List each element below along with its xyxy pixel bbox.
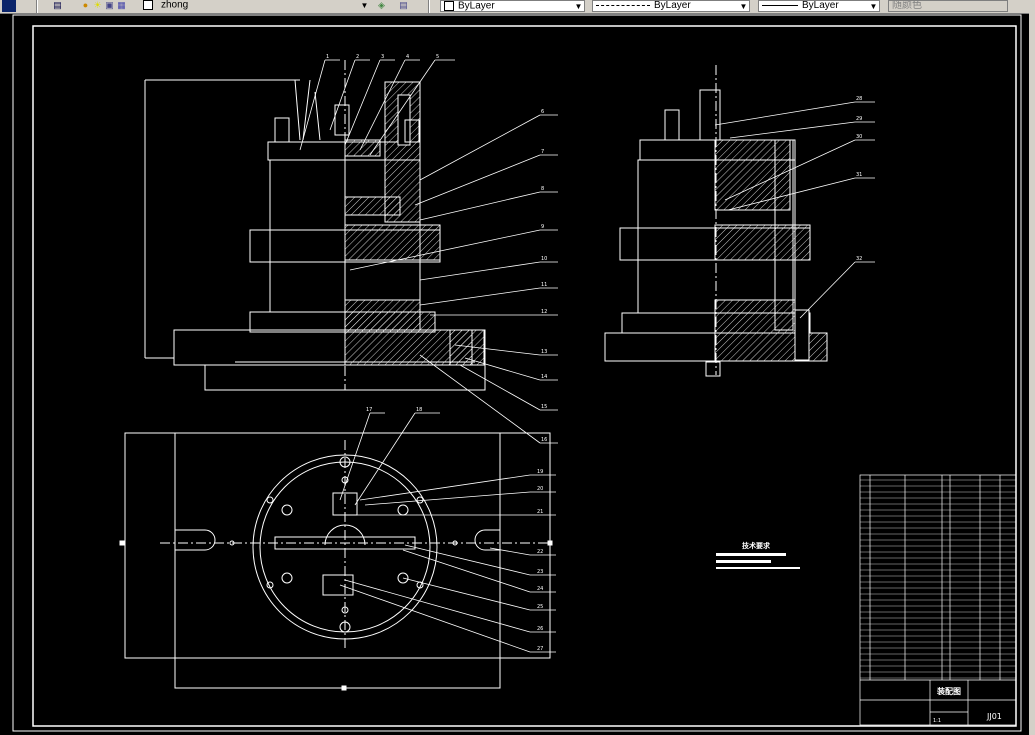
balloon-11: 11 — [541, 282, 547, 288]
chevron-down-icon[interactable]: ▼ — [360, 1, 369, 10]
make-layer-current-icon[interactable]: ◈ — [378, 0, 385, 10]
chevron-down-icon[interactable]: ▼ — [869, 2, 878, 11]
top-balloon-labels: 17 18 19 20 21 22 23 24 25 26 27 — [366, 407, 543, 652]
sheet-border — [12, 14, 1022, 732]
side-section-view — [604, 65, 828, 377]
plotstyle-value: 随颜色 — [892, 0, 922, 11]
balloon-12: 12 — [541, 309, 547, 315]
balloon-30: 30 — [856, 134, 862, 140]
linetype-preview — [596, 4, 650, 6]
color-dropdown[interactable]: ByLayer ▼ — [440, 0, 585, 12]
drawing-canvas[interactable]: 1 2 3 4 5 6 7 8 9 10 11 12 13 14 15 16 — [0, 13, 1035, 735]
lineweight-dropdown[interactable]: ByLayer ▼ — [758, 0, 880, 12]
balloon-2: 2 — [356, 54, 359, 60]
side-balloon-labels: 28 29 30 31 32 — [856, 96, 862, 262]
balloon-6: 6 — [541, 109, 544, 115]
balloon-5: 5 — [436, 54, 439, 60]
lineweight-preview — [762, 4, 798, 6]
balloon-29: 29 — [856, 116, 862, 122]
balloon-22: 22 — [537, 549, 543, 555]
balloon-19: 19 — [537, 469, 543, 475]
balloon-14: 14 — [541, 374, 547, 380]
parts-list-rows — [860, 479, 1016, 679]
color-value: ByLayer — [458, 0, 495, 12]
window-icon — [2, 0, 16, 12]
layer-manager-icon[interactable]: ▤ — [53, 0, 62, 10]
balloon-4: 4 — [406, 54, 409, 60]
balloon-20: 20 — [537, 486, 543, 492]
drawing-frame — [32, 25, 1017, 727]
balloon-23: 23 — [537, 569, 543, 575]
balloon-7: 7 — [541, 149, 544, 155]
technical-requirements: 技术要求 — [716, 541, 800, 569]
layer-dropdown[interactable]: zhong ▼ — [140, 0, 370, 12]
balloon-31: 31 — [856, 172, 862, 178]
layer-state-icon[interactable]: ▦ — [117, 0, 126, 10]
lineweight-value: ByLayer — [802, 0, 839, 11]
balloon-13: 13 — [541, 349, 547, 355]
lock-icon[interactable]: ▣ — [105, 0, 114, 10]
plotstyle-dropdown: 随颜色 — [888, 0, 1008, 12]
tech-requirement-line — [716, 553, 786, 556]
side-leaders — [714, 101, 875, 319]
balloon-1: 1 — [326, 54, 329, 60]
balloon-18: 18 — [416, 407, 422, 413]
balloon-28: 28 — [856, 96, 862, 102]
linetype-value: ByLayer — [654, 0, 691, 11]
balloon-25: 25 — [537, 604, 543, 610]
balloon-16: 16 — [541, 437, 547, 443]
balloon-27: 27 — [537, 646, 543, 652]
window-frame — [1029, 13, 1035, 735]
title-block — [860, 679, 1016, 725]
layer-previous-icon[interactable]: ▤ — [399, 0, 408, 10]
front-section-view — [144, 60, 486, 391]
title-block-name: 装配图 — [936, 686, 961, 696]
balloon-10: 10 — [541, 256, 547, 262]
toolbar-separator — [428, 0, 430, 13]
layer-color-swatch — [143, 0, 153, 10]
front-leaders — [299, 59, 558, 444]
top-leaders — [339, 412, 556, 653]
layer-name: zhong — [161, 0, 189, 11]
tech-requirement-line — [716, 560, 771, 563]
toolbar-separator — [36, 0, 38, 13]
top-view — [119, 432, 553, 691]
sun-icon[interactable]: ☀ — [93, 0, 102, 10]
balloon-32: 32 — [856, 256, 862, 262]
balloon-17: 17 — [366, 407, 372, 413]
front-balloon-labels: 1 2 3 4 5 6 7 8 9 10 11 12 13 14 15 16 — [326, 54, 547, 443]
balloon-26: 26 — [537, 626, 543, 632]
balloon-21: 21 — [537, 509, 543, 515]
balloon-24: 24 — [537, 586, 543, 592]
linetype-dropdown[interactable]: ByLayer ▼ — [592, 0, 750, 12]
balloon-3: 3 — [381, 54, 384, 60]
chevron-down-icon[interactable]: ▼ — [739, 2, 748, 11]
properties-toolbar: ▤ ● ☀ ▣ ▦ zhong ▼ ◈ ▤ ByLayer ▼ ByLayer … — [0, 0, 1035, 14]
balloon-15: 15 — [541, 404, 547, 410]
tech-requirement-line — [716, 567, 800, 569]
lightbulb-icon[interactable]: ● — [82, 0, 89, 10]
title-block-scale: 1:1 — [933, 718, 941, 724]
tech-requirements-title: 技术要求 — [742, 541, 771, 550]
balloon-9: 9 — [541, 224, 544, 230]
title-block-code: JJ01 — [986, 712, 1002, 721]
balloon-8: 8 — [541, 186, 544, 192]
color-swatch — [444, 1, 454, 11]
chevron-down-icon[interactable]: ▼ — [574, 2, 583, 11]
